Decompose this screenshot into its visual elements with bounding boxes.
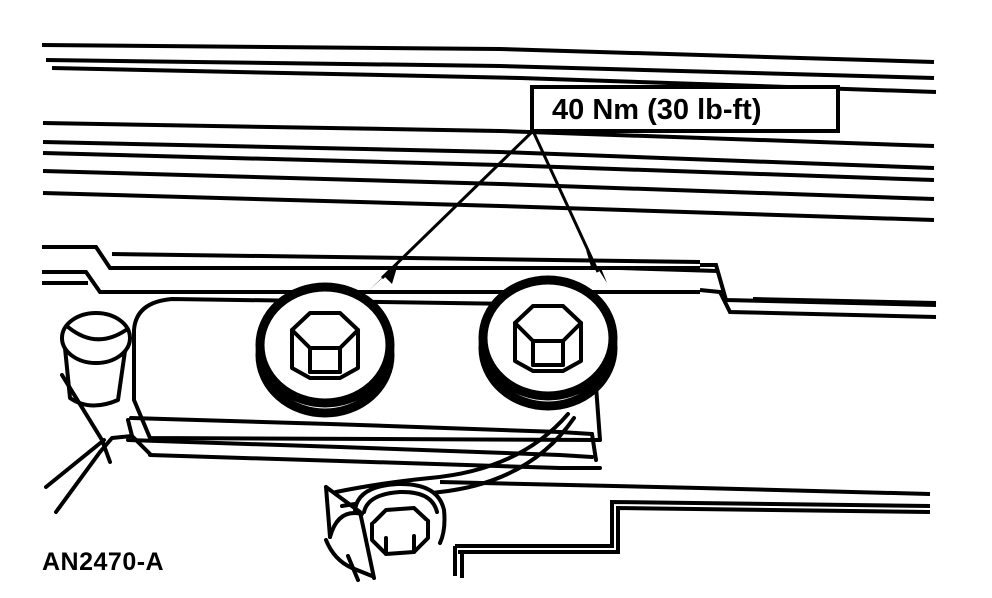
left-plug-cap [255,282,395,418]
cover-lower-edges [126,416,602,470]
bracket-arm-lower [54,434,134,514]
ledge-step-lower [42,270,700,294]
cover-right-step [590,432,598,462]
figure-id-label: AN2470-A [42,548,165,576]
callout-box-frame [530,85,840,133]
torque-callout-box: 40 Nm (30 lb-ft) [530,85,840,133]
cylindrical-boss [60,311,132,408]
hose-upper-line [334,412,570,494]
bracket-tail [364,538,376,580]
callout-torque-text: 40 Nm (30 lb-ft) [552,94,761,126]
lower-hex-bolt [353,481,447,556]
bolt-washer-inner [362,489,439,514]
arrowhead-left [368,264,398,291]
rib-line [42,121,935,148]
rib-line [619,266,719,273]
ribbed-surface-middle [42,121,935,222]
callout-arrowheads [368,250,607,291]
step-upper-rail [439,480,931,496]
rib-line [42,191,935,222]
step-outer [455,499,931,548]
boss-inner-bore [66,325,128,342]
arrowhead-right [586,250,607,283]
right-step-lower [699,288,937,319]
cover-edge-line [129,416,594,436]
left-ledge-step [42,245,700,294]
rib-line [111,252,701,264]
ledge-step-edge [84,245,700,270]
cover-edge-line [126,438,594,459]
rib-line [752,297,937,305]
lower-center-bracket [324,485,376,582]
right-ledge-step [699,263,937,319]
callout-leaders [380,129,600,280]
leader-line-right [531,130,600,273]
ribbed-surface-upper [41,43,937,94]
lower-left-bracket [44,373,152,514]
step-inner [458,505,931,554]
bottom-right-step [439,480,931,578]
bracket-corner [130,434,152,456]
bracket-arm-diagonal [44,438,106,489]
leader-line-left [380,129,535,280]
right-plug-cap [478,275,618,411]
cover-edge-line [148,453,602,470]
bracket-curve-upper [328,511,364,539]
rib-line [42,169,935,201]
bracket-left-edge [324,485,332,539]
rib-line [45,58,935,80]
bracket-tail [346,554,360,582]
rib-line [42,140,935,170]
ribbed-surface-lower-right [111,252,719,273]
bracket-joint [126,418,134,438]
rib-line [41,43,935,64]
bolt-hex-body [370,519,430,556]
